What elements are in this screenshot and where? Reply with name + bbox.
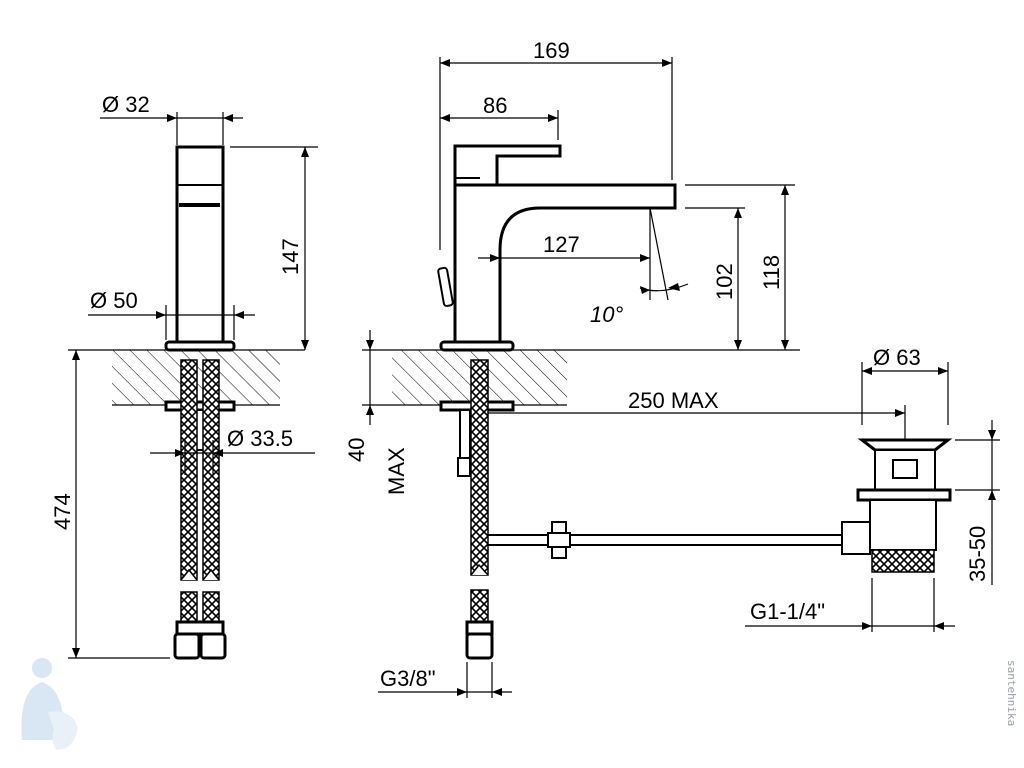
dim-height-102: 102 <box>685 207 745 350</box>
side-view: 169 86 127 10° <box>344 38 842 698</box>
dim-thread-g1-1-4: G1-1/4" <box>745 578 955 632</box>
dim-thickness-40-max: 40 MAX <box>344 330 409 495</box>
dim-text-max: MAX <box>384 447 409 495</box>
dim-dia-32: Ø 32 <box>100 92 243 145</box>
dim-dia-63: Ø 63 <box>861 345 949 425</box>
countertop-side <box>362 349 800 406</box>
dim-text-dia-33-5: Ø 33.5 <box>227 426 293 451</box>
front-view: Ø 32 147 Ø 50 Ø 33.5 <box>50 92 318 660</box>
dim-text-250-max: 250 MAX <box>628 388 719 413</box>
mounting-shank-front <box>164 400 236 451</box>
plumber-mascot-logo <box>21 658 78 750</box>
dim-text-118: 118 <box>759 255 784 290</box>
dim-height-147: 147 <box>230 146 318 350</box>
dim-text-35-50: 35-50 <box>965 526 990 582</box>
dim-text-86: 86 <box>483 93 507 118</box>
dim-height-35-50: 35-50 <box>955 420 1000 585</box>
dim-text-102: 102 <box>712 263 737 300</box>
dim-width-169: 169 <box>439 38 673 250</box>
braided-hoses-front <box>173 359 227 660</box>
dim-height-118: 118 <box>685 184 795 350</box>
dim-width-86: 86 <box>440 93 559 140</box>
dim-text-127: 127 <box>543 232 580 257</box>
dim-text-474: 474 <box>50 493 75 530</box>
dim-text-dia-50: Ø 50 <box>90 288 138 313</box>
dim-text-angle-10: 10° <box>590 302 623 327</box>
watermark-text: santehnika <box>1005 660 1018 726</box>
dim-text-169: 169 <box>533 38 570 63</box>
faucet-body-side <box>437 144 677 352</box>
dim-text-g1-1-4: G1-1/4" <box>750 599 825 624</box>
faucet-body-front <box>164 145 236 352</box>
dim-text-g3-8: G3/8" <box>380 666 436 691</box>
dim-text-dia-32: Ø 32 <box>102 92 150 117</box>
dim-height-474: 474 <box>50 350 170 659</box>
pop-up-drain <box>841 438 953 573</box>
dim-thread-g3-8: G3/8" <box>378 662 512 698</box>
dim-width-127: 127 <box>478 232 650 262</box>
dim-dia-50: Ø 50 <box>88 288 255 340</box>
braided-hose-side <box>465 359 494 660</box>
drain-view: Ø 63 250 MAX 35-50 G1-1/4" <box>488 345 1000 632</box>
dim-angle-10: 10° <box>590 207 689 327</box>
dim-text-147: 147 <box>278 238 303 275</box>
dim-text-dia-63: Ø 63 <box>873 345 921 370</box>
pop-up-rod <box>488 521 842 559</box>
dim-reach-250-max: 250 MAX <box>488 388 906 440</box>
dim-text-40: 40 <box>344 438 369 462</box>
dim-dia-33-5: Ø 33.5 <box>150 426 315 475</box>
